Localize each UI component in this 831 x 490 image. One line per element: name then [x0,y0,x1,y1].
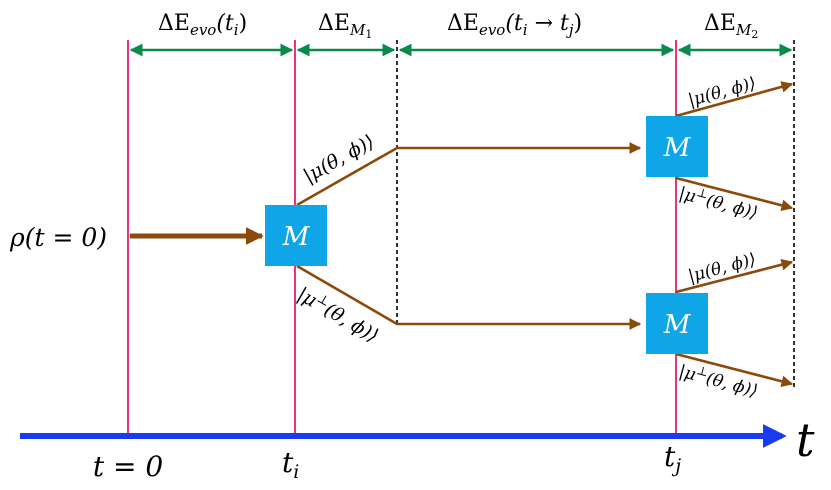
tick-label-ti: ti [282,446,299,483]
time-axis-label: t [796,413,815,467]
label-delta-m1: ΔEM1 [318,11,372,41]
ket-mu-first: |μ(θ, ϕ)⟩ [300,131,378,188]
branch-mu-perp-lower [296,264,642,330]
measurement-box-tj-lower-label: M [663,310,692,340]
branch-mu-perp-bottom-lower [675,352,794,388]
tick-label-t0: t = 0 [93,450,163,483]
branch-mu-bottom-upper [675,258,794,294]
label-rho-initial: ρ(t = 0) [9,223,107,252]
label-delta-m2: ΔEM2 [704,11,758,41]
measurement-box-tj-upper [646,116,708,177]
measurement-box-ti [265,205,327,266]
branch-mu-perp-top-lower [675,176,794,212]
measurement-box-tj-lower [646,293,708,354]
ket-mu-top: |μ(θ, ϕ)⟩ [686,74,758,111]
ket-mu-perp-top: |μ⊥(θ, ϕ)⟩ [677,181,761,224]
branch-mu-upper [296,142,642,207]
tick-label-tj: tj [664,440,681,477]
label-delta-evo-tij: ΔEevo(ti → tj) [447,11,582,39]
measurement-box-tj-upper-label: M [663,133,692,163]
branch-mu-top-upper [675,81,794,118]
label-delta-evo-ti: ΔEevo(ti) [158,11,247,39]
measurement-box-ti-label: M [282,222,311,252]
